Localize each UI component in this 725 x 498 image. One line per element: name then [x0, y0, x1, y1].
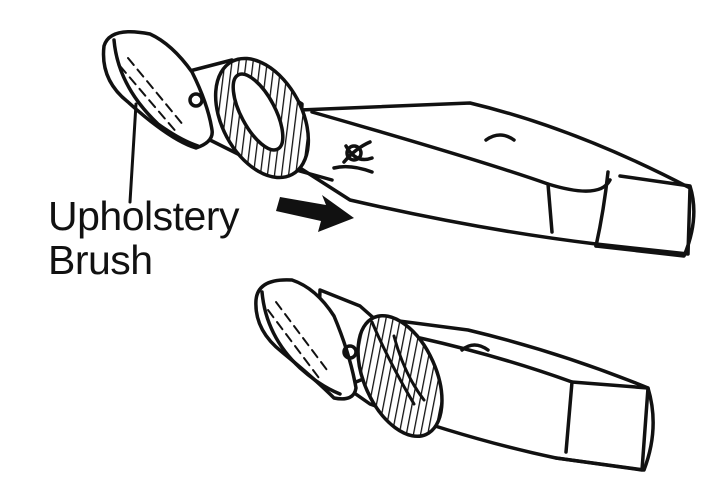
insert-direction-arrow-icon: [276, 195, 354, 232]
upholstery-brush-label: Upholstery: [48, 193, 239, 239]
upholstery-brush-icon: [101, 30, 311, 180]
extension-wand-icon: [294, 101, 696, 258]
upholstery-brush-icon: [254, 278, 444, 439]
upholstery-brush-label: Brush: [48, 237, 153, 283]
label-leader-line: [128, 102, 138, 204]
